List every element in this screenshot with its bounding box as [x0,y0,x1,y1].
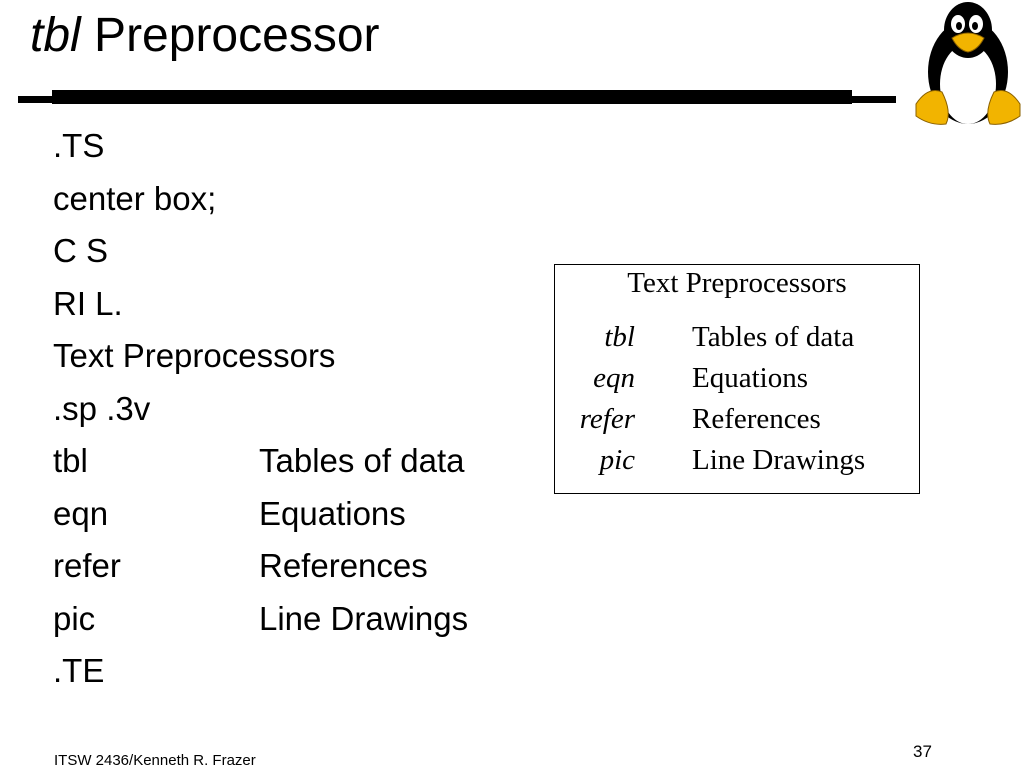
tbl-source-code: .TS center box; C S RI L. Text Preproces… [53,126,573,704]
code-line: Text Preprocessors [53,336,573,389]
code-line: .TS [53,126,573,179]
code-col1: tbl [53,442,88,479]
code-col2: References [259,547,428,584]
code-col1: .sp .3v [53,389,151,427]
code-col1: pic [53,599,96,637]
code-line: RI L. [53,284,573,337]
code-line: refer References [53,546,573,599]
table-row: tbl Tables of data [555,321,919,361]
code-line: pic Line Drawings [53,599,573,652]
table-cell-name: pic [599,444,635,476]
code-line: center box; [53,179,573,232]
slide-title: tbl Preprocessor [30,12,380,60]
code-col1: C S [53,232,109,269]
title-rule-thick [52,90,852,104]
code-col1: Text Preprocessors [53,337,336,374]
code-line: tbl Tables of data [53,441,573,494]
code-col1: .TS [53,127,105,164]
code-col1: eqn [53,494,109,532]
footer-author: ITSW 2436/Kenneth R. Frazer [54,752,256,769]
slide-title-italic: tbl [30,9,81,62]
table-row: pic Line Drawings [555,444,919,484]
table-row: refer References [555,403,919,443]
code-line: .TE [53,651,573,704]
tux-penguin-logo [915,2,1021,125]
table-row: eqn Equations [555,362,919,402]
table-cell-name: tbl [604,321,635,353]
table-cell-desc: Line Drawings [692,444,866,476]
code-col1: RI L. [53,284,123,322]
code-col1: .TE [53,652,105,689]
table-cell-desc: References [692,403,821,435]
rendered-table-title: Text Preprocessors [627,267,847,299]
code-line: .sp .3v [53,389,573,442]
table-cell-desc: Tables of data [692,321,855,353]
table-cell-desc: Equations [692,362,808,394]
code-col1: center box; [53,179,217,217]
table-cell-name: eqn [593,362,635,394]
code-line: C S [53,231,573,284]
code-col2: Tables of data [259,442,465,479]
rendered-table: Text Preprocessors tbl Tables of data eq… [554,264,920,494]
code-col2: Line Drawings [259,599,469,637]
code-col1: refer [53,547,121,584]
table-cell-name: refer [579,403,635,435]
page-number: 37 [913,742,932,761]
slide-title-text: Preprocessor [94,9,380,62]
code-line: eqn Equations [53,494,573,547]
code-col2: Equations [259,494,406,532]
